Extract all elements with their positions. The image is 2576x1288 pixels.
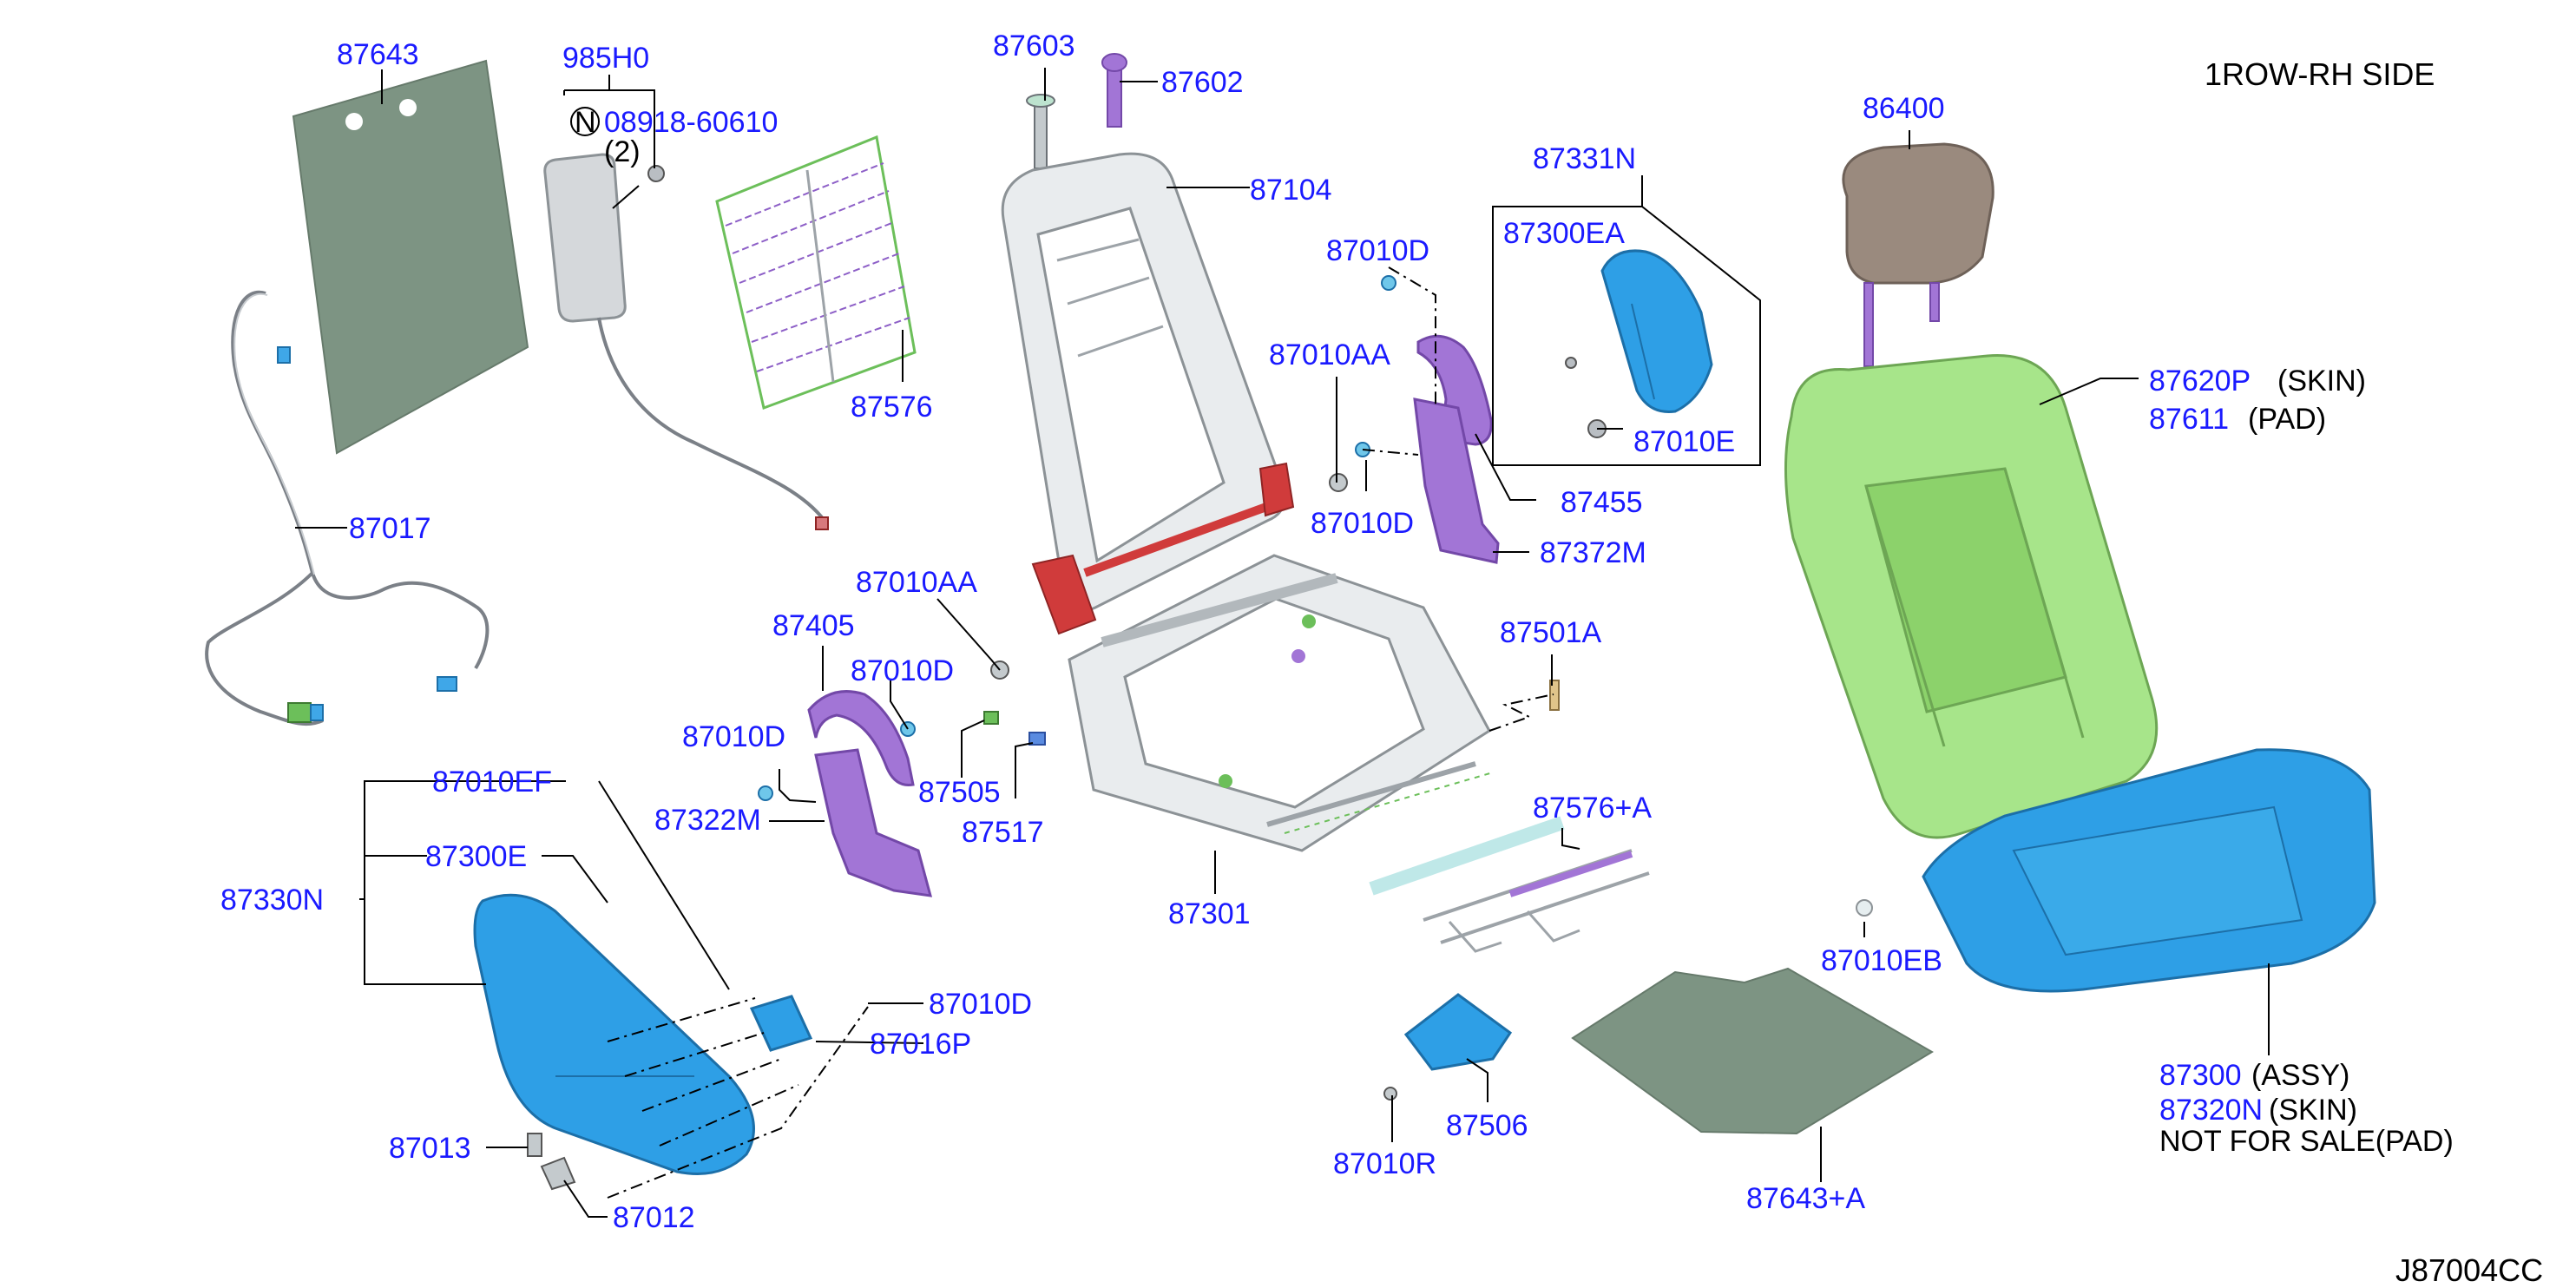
seatback-cushion — [1784, 354, 2159, 839]
recliner-cover-upper — [1416, 334, 1493, 446]
label-87455: 87455 — [1561, 486, 1643, 519]
label-pad-1: (PAD) — [2248, 403, 2326, 436]
label-87576: 87576 — [851, 391, 933, 424]
headrest — [1842, 142, 1994, 367]
label-not-for-sale: NOT FOR SALE(PAD) — [2159, 1125, 2454, 1158]
label-87331N: 87331N — [1533, 142, 1636, 175]
cushion-outer-side-cover — [473, 893, 755, 1175]
cushion-bracket-87506 — [1403, 993, 1513, 1071]
cushion-board-sheet — [1571, 967, 1934, 1135]
label-87301: 87301 — [1168, 897, 1251, 930]
label-87017: 87017 — [349, 512, 431, 545]
seatback-spring-mat — [715, 135, 917, 410]
label-87611: 87611 — [2149, 403, 2229, 436]
wire-harness — [205, 290, 490, 726]
headrest-guide-87602 — [1101, 53, 1127, 128]
label-87016P: 87016P — [870, 1028, 971, 1061]
label-87643: 87643 — [337, 38, 419, 71]
label-skin-1: (SKIN) — [2277, 365, 2366, 398]
side-airbag-module — [543, 153, 829, 530]
label-87300: 87300 — [2159, 1059, 2242, 1092]
switch-bracket — [749, 995, 813, 1052]
headrest-guide-87603 — [1026, 94, 1055, 169]
seatback-frame — [1001, 152, 1295, 635]
knob-87012 — [540, 1156, 576, 1191]
label-87643A: 87643+A — [1746, 1182, 1865, 1215]
seatback-side-cover — [1565, 249, 1713, 438]
leader-lines — [295, 68, 2270, 1218]
label-87010EB: 87010EB — [1821, 944, 1942, 977]
label-87010D-c: 87010D — [851, 654, 954, 687]
label-87505: 87505 — [918, 776, 1001, 809]
cushion-frame — [1068, 554, 1494, 852]
label-87603: 87603 — [993, 30, 1075, 62]
side-bracket-87405 — [807, 690, 915, 786]
label-985H0: 985H0 — [562, 42, 649, 75]
seatback-board-sheet — [292, 59, 529, 455]
label-87010D-a: 87010D — [1326, 234, 1429, 267]
label-87372M: 87372M — [1540, 536, 1646, 569]
label-86400: 86400 — [1863, 92, 1945, 125]
label-87300E: 87300E — [425, 840, 527, 873]
label-87517: 87517 — [962, 816, 1044, 849]
reference-code: J87004CC — [2395, 1252, 2543, 1288]
label-87501A: 87501A — [1500, 616, 1602, 649]
label-87010AA-a: 87010AA — [1269, 338, 1390, 371]
label-87010E: 87010E — [1633, 425, 1735, 458]
label-87010AA-b: 87010AA — [856, 566, 977, 599]
label-87320N: 87320N — [2159, 1094, 2263, 1127]
seat-cushion — [1922, 748, 2376, 993]
n-symbol-circle — [570, 107, 600, 136]
part-labels: 1ROW-RH SIDE 87643 985H0 N 08918-60610 (… — [220, 30, 2543, 1288]
label-87405: 87405 — [772, 609, 855, 642]
label-87576A: 87576+A — [1533, 792, 1652, 825]
label-87602: 87602 — [1161, 66, 1244, 99]
cushion-spring-assembly — [1369, 816, 1650, 953]
knob-87013 — [527, 1133, 542, 1157]
label-87013: 87013 — [389, 1132, 471, 1165]
label-87010R: 87010R — [1333, 1147, 1436, 1180]
label-08918-60610: 08918-60610 — [604, 106, 778, 139]
label-87012: 87012 — [613, 1201, 695, 1234]
label-87322M: 87322M — [654, 804, 761, 837]
label-n-symbol: N — [575, 106, 596, 139]
sheet-hole — [345, 113, 363, 130]
label-87010D-b: 87010D — [1311, 507, 1414, 540]
label-qty-2: (2) — [604, 135, 641, 168]
label-87620P: 87620P — [2149, 365, 2251, 398]
label-87010EF: 87010EF — [432, 766, 552, 798]
side-bracket-87322M — [814, 748, 933, 897]
label-assy: (ASSY) — [2251, 1059, 2349, 1092]
label-87010D-d: 87010D — [682, 720, 785, 753]
label-87330N: 87330N — [220, 884, 324, 917]
label-87300EA: 87300EA — [1503, 217, 1625, 250]
label-skin-2: (SKIN) — [2269, 1094, 2357, 1127]
label-87506: 87506 — [1446, 1109, 1528, 1142]
diagram-title: 1ROW-RH SIDE — [2205, 56, 2435, 92]
label-87010D-e: 87010D — [929, 988, 1032, 1021]
sheet-hole — [399, 99, 417, 116]
label-87104: 87104 — [1250, 174, 1332, 207]
